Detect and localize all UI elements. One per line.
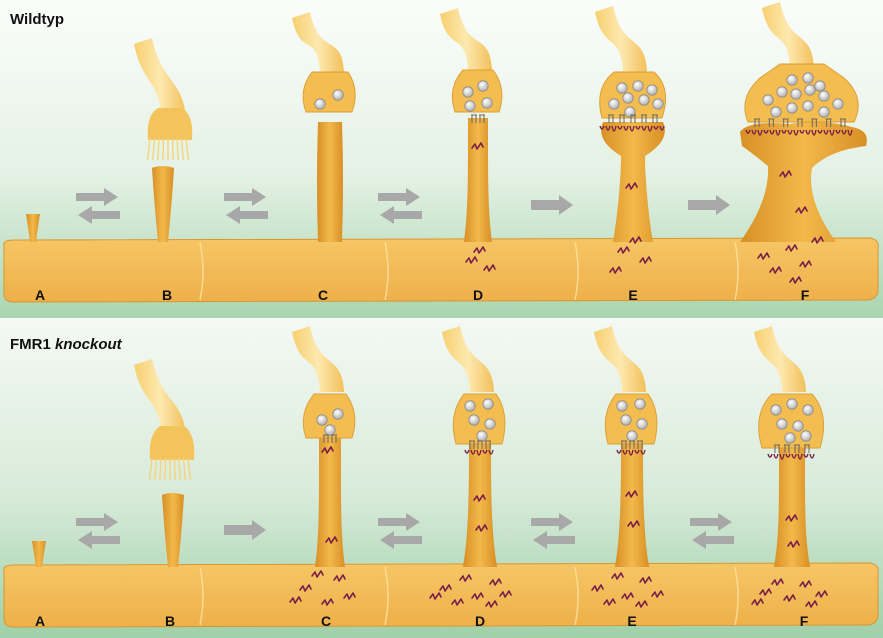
- vesicle-f-wildtype: [805, 85, 815, 95]
- vesicle-f-wildtype: [815, 81, 825, 91]
- vesicle-d-wildtype: [463, 87, 473, 97]
- spine-d-wildtype: [464, 118, 492, 242]
- vesicle-e-wildtype: [639, 95, 649, 105]
- spine-f-knockout: [774, 448, 810, 567]
- vesicle-c-wildtype: [315, 99, 325, 109]
- vesicle-e-wildtype: [647, 85, 657, 95]
- vesicle-c-wildtype: [333, 90, 343, 100]
- vesicle-f-wildtype: [771, 107, 781, 117]
- vesicle-d-knockout: [483, 399, 493, 409]
- stage-label-knockout-e: E: [627, 613, 636, 629]
- vesicle-f-wildtype: [819, 107, 829, 117]
- vesicle-e-wildtype: [623, 93, 633, 103]
- panel-title-knockout-suffix: knockout: [55, 336, 123, 353]
- dendrite-wildtype: [4, 238, 879, 302]
- vesicle-c-knockout: [325, 425, 335, 435]
- vesicle-f-wildtype: [777, 87, 787, 97]
- vesicle-d-knockout: [485, 419, 495, 429]
- vesicle-e-knockout: [637, 419, 647, 429]
- vesicle-c-knockout: [317, 415, 327, 425]
- stage-label-wildtype-f: F: [801, 287, 810, 303]
- filament-b-knockout: [165, 458, 166, 480]
- vesicle-e-knockout: [627, 431, 637, 441]
- vesicle-f-knockout: [771, 405, 781, 415]
- axon-terminal-b-wildtype: [148, 108, 193, 140]
- vesicle-f-wildtype: [763, 95, 773, 105]
- stage-label-knockout-f: F: [800, 613, 809, 629]
- vesicle-d-knockout: [465, 401, 475, 411]
- vesicle-c-knockout: [333, 409, 343, 419]
- vesicle-f-knockout: [803, 405, 813, 415]
- bouton-c-wildtype: [303, 72, 355, 112]
- stage-label-knockout-c: C: [321, 613, 331, 629]
- panel-title-knockout: FMR1 knockout: [10, 336, 123, 353]
- vesicle-f-wildtype: [803, 101, 813, 111]
- vesicle-f-wildtype: [787, 75, 797, 85]
- panel-title-wildtype: Wildtyp: [10, 11, 64, 28]
- vesicle-f-wildtype: [803, 73, 813, 83]
- filament-b-wildtype: [173, 138, 174, 160]
- vesicle-f-wildtype: [791, 89, 801, 99]
- vesicle-e-knockout: [635, 399, 645, 409]
- vesicle-e-knockout: [621, 415, 631, 425]
- vesicle-d-wildtype: [478, 81, 488, 91]
- stage-label-wildtype-c: C: [318, 287, 328, 303]
- spine-c-knockout: [315, 438, 345, 567]
- axon-terminal-b-knockout: [150, 426, 195, 460]
- vesicle-e-wildtype: [609, 99, 619, 109]
- vesicle-f-wildtype: [819, 91, 829, 101]
- dendrite-knockout: [4, 563, 879, 627]
- vesicle-d-wildtype: [482, 98, 492, 108]
- vesicle-f-wildtype: [787, 103, 797, 113]
- vesicle-e-wildtype: [653, 99, 663, 109]
- vesicle-d-wildtype: [465, 101, 475, 111]
- vesicle-f-knockout: [793, 421, 803, 431]
- spine-c-wildtype: [317, 122, 343, 242]
- vesicle-f-knockout: [785, 433, 795, 443]
- vesicle-f-knockout: [801, 431, 811, 441]
- panel-title-knockout-prefix: FMR1: [10, 336, 55, 353]
- filament-b-wildtype: [163, 138, 164, 160]
- vesicle-e-wildtype: [617, 83, 627, 93]
- stage-label-knockout-b: B: [165, 613, 175, 629]
- vesicle-f-knockout: [787, 399, 797, 409]
- vesicle-e-wildtype: [633, 81, 643, 91]
- vesicle-f-wildtype: [833, 99, 843, 109]
- stage-label-knockout-a: A: [35, 613, 45, 629]
- stage-label-wildtype-e: E: [628, 287, 637, 303]
- vesicle-d-knockout: [469, 415, 479, 425]
- stage-label-knockout-d: D: [475, 613, 485, 629]
- filament-b-knockout: [175, 458, 176, 480]
- stage-label-wildtype-d: D: [473, 287, 483, 303]
- vesicle-f-knockout: [777, 419, 787, 429]
- vesicle-e-knockout: [617, 401, 627, 411]
- vesicle-d-knockout: [477, 431, 487, 441]
- stage-label-wildtype-b: B: [162, 287, 172, 303]
- stage-label-wildtype-a: A: [35, 287, 45, 303]
- bouton-d-wildtype: [452, 70, 502, 112]
- vesicle-e-wildtype: [625, 107, 635, 117]
